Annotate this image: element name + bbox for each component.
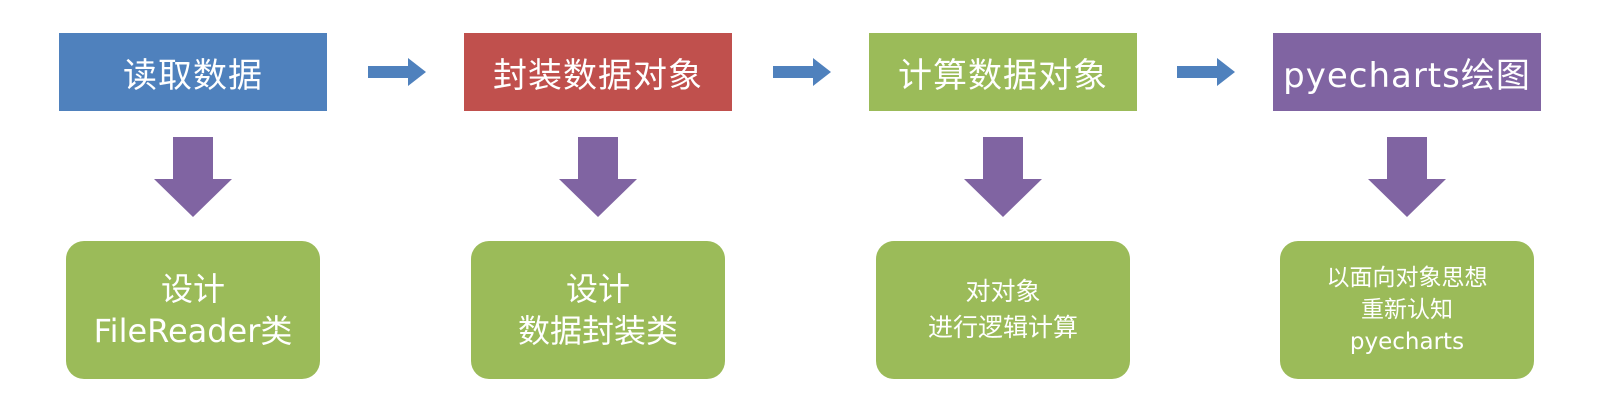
step-2-detail-line-2: 数据封装类 (517, 312, 678, 350)
down-arrow-icon (154, 137, 232, 217)
down-arrow-icon (1368, 137, 1446, 217)
step-1-detail-line-2: FileReader类 (93, 312, 293, 350)
right-arrow-icon (368, 58, 426, 86)
step-1-detail-line-1: 设计 (160, 270, 225, 308)
step-3-detail-line-1: 对对象 (965, 277, 1041, 306)
step-2-title: 封装数据对象 (493, 55, 703, 96)
down-arrow-icon (559, 137, 637, 217)
step-4-box: pyecharts绘图 (1273, 33, 1541, 111)
step-1-detail-box: 设计 FileReader类 (66, 241, 320, 379)
step-2-detail-box: 设计 数据封装类 (471, 241, 725, 379)
step-4-detail-line-1: 以面向对象思想 (1326, 265, 1488, 291)
step-4-detail-box: 以面向对象思想 重新认知 pyecharts (1280, 241, 1534, 379)
step-1-box: 读取数据 (59, 33, 327, 111)
step-1-title: 读取数据 (123, 55, 263, 96)
step-2-box: 封装数据对象 (464, 33, 732, 111)
right-arrow-icon (1177, 58, 1235, 86)
step-4-detail-line-2: 重新认知 (1361, 297, 1453, 323)
step-4-detail-line-3: pyecharts (1349, 329, 1465, 355)
step-2-detail-line-1: 设计 (565, 270, 630, 308)
right-arrow-icon (773, 58, 831, 86)
step-4-title: pyecharts绘图 (1283, 55, 1531, 96)
step-3-detail-line-2: 进行逻辑计算 (927, 313, 1078, 342)
step-3-detail-box: 对对象 进行逻辑计算 (876, 241, 1130, 379)
step-3-box: 计算数据对象 (869, 33, 1137, 111)
step-3-title: 计算数据对象 (898, 55, 1108, 96)
down-arrow-icon (964, 137, 1042, 217)
